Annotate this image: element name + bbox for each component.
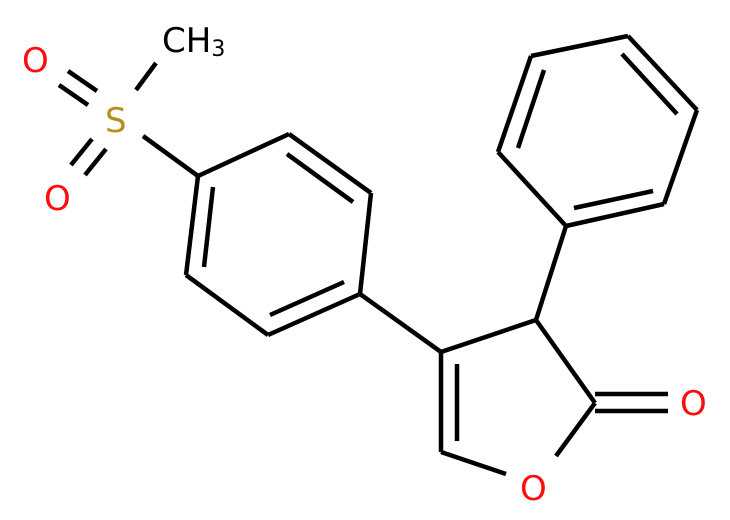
phenyl-bond-5 [495,55,534,153]
furanone-bond-c4-c3 [440,317,537,355]
phenyl-bond-2 [661,109,700,205]
methyl-label: CH3 [162,21,225,62]
ring-a-bond-6 [183,175,201,276]
oxygen-atom-sulfonyl-top: O [22,41,49,81]
furanone-bond-c2-o1 [554,401,597,458]
bond-s-aryl [141,134,200,178]
phenyl-bond-1-inner [573,188,654,211]
furanone-bond-c3-c2 [534,318,597,405]
furanone-ring: O O [438,317,707,509]
phenyl-bond-1 [565,201,665,229]
phenyl-bond-3 [626,34,699,112]
bond-s-o-bottom-a [69,137,94,167]
ring-a-bond-2 [287,132,373,195]
ring-a-bond-1 [197,131,290,179]
bond-s-o-bottom-b [83,147,108,177]
phenyl-bond-4 [530,33,629,59]
oxygen-atom-carbonyl: O [680,384,707,424]
ring-a-bond-5 [184,273,270,337]
oxygen-atom-ring: O [520,469,547,509]
furanone-bond-o1-c5 [440,449,507,477]
phenyl-bond-5-inner [515,69,547,149]
benzene-ring-sulfonylphenyl [183,131,374,338]
sulfur-atom: S [105,101,127,141]
ring-a-bond-4-inner [269,279,345,318]
phenyl-ring [495,33,700,229]
bond-s-ch3 [134,61,158,92]
ring-a-bond-2-inner [285,152,355,204]
bond-aryl-furanone [358,292,443,354]
oxygen-atom-sulfonyl-bottom: O [44,179,71,219]
bond-s-o-top-b [57,83,90,107]
phenyl-bond-6 [496,150,568,228]
ring-a-bond-3 [357,192,374,295]
bond-s-o-top-a [66,69,99,93]
methylsulfonyl-group: CH3 S O O [22,21,225,219]
phenyl-bond-3-inner [620,52,679,116]
ring-a-bond-4 [267,291,361,338]
ring-a-bond-6-inner [201,186,216,268]
bond-furanone-phenyl [533,225,569,321]
